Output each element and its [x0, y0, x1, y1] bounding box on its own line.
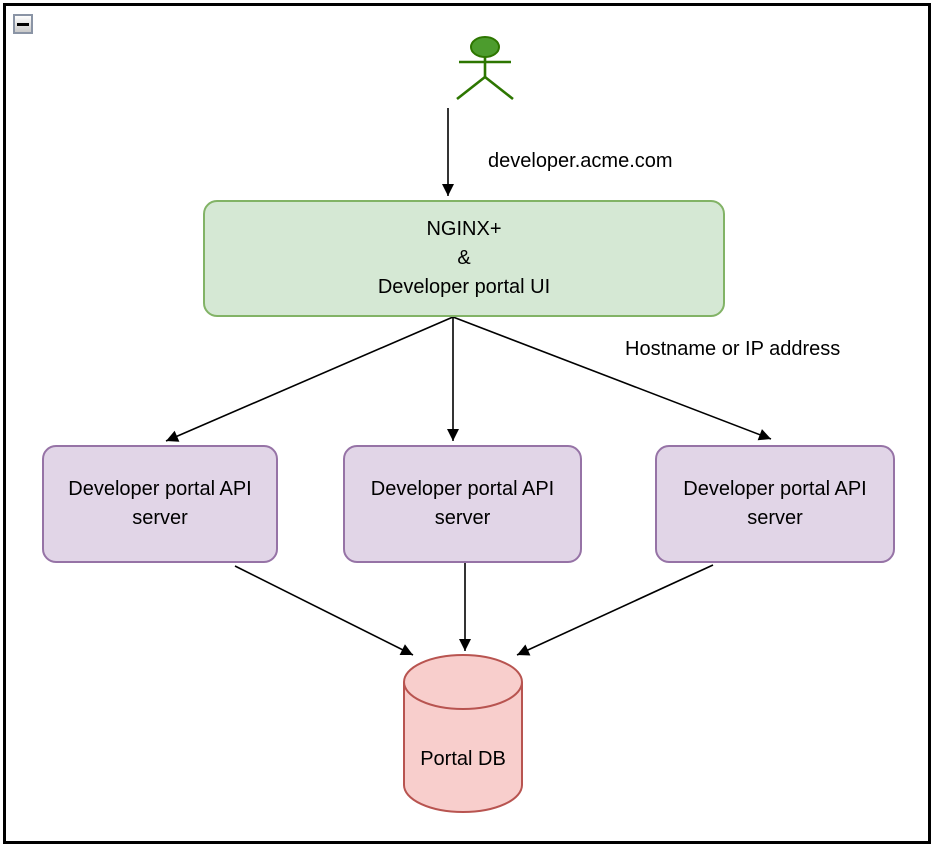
node-api-server-1: Developer portal API server [42, 445, 278, 563]
edge-gateway-to-api3 [452, 316, 772, 441]
edge-api1-to-db [234, 565, 414, 656]
minus-icon [17, 22, 29, 26]
label-hostname-or-ip: Hostname or IP address [625, 338, 841, 360]
edge-gateway-to-api1 [165, 316, 454, 442]
edge-api3-to-db [516, 564, 714, 656]
database-cylinder [403, 654, 523, 813]
api-server-2-label: Developer portal API server [370, 478, 555, 529]
gateway-label: NGINX+ & Developer portal UI [377, 218, 551, 298]
api-server-3-label: Developer portal API server [683, 478, 867, 529]
collapse-button[interactable] [13, 14, 33, 34]
node-gateway: NGINX+ & Developer portal UI [203, 200, 725, 317]
node-api-server-3: Developer portal API server [655, 445, 895, 563]
database-label: Portal DB [420, 748, 506, 770]
node-api-server-2: Developer portal API server [343, 445, 582, 563]
user-actor-icon [456, 36, 514, 101]
label-developer-acme-com: developer.acme.com [488, 150, 673, 172]
api-server-1-label: Developer portal API server [68, 478, 252, 529]
